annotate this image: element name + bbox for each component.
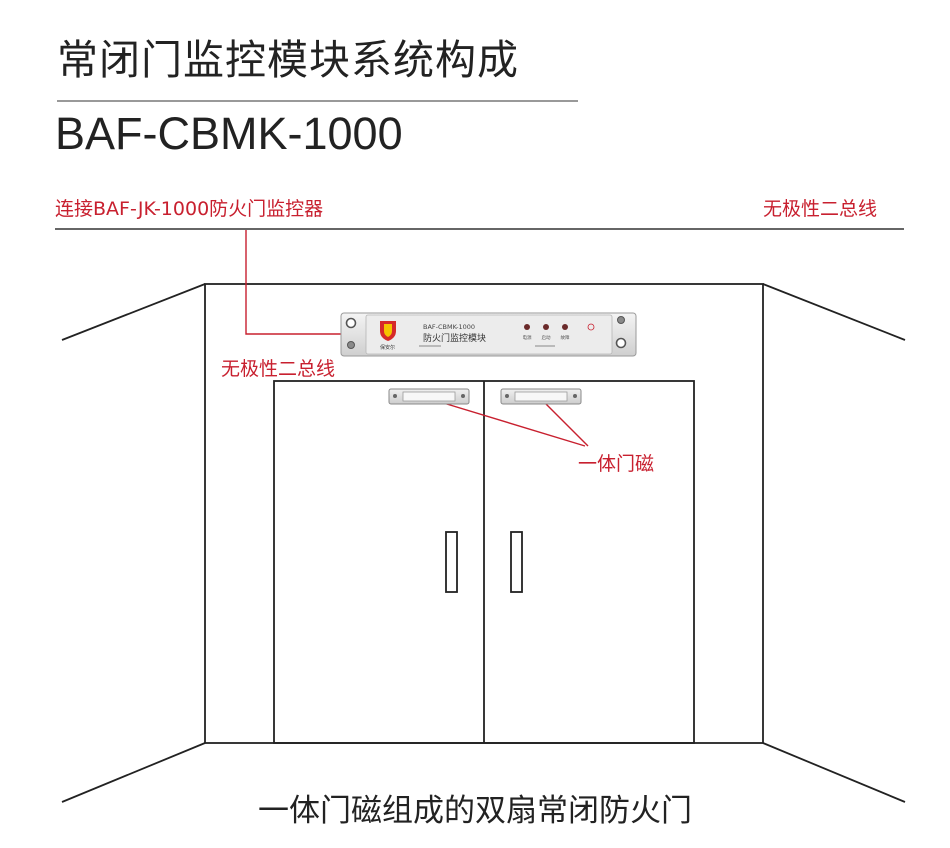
- diagram-caption: 一体门磁组成的双扇常闭防火门: [258, 793, 692, 829]
- bus-label-right: 无极性二总线: [763, 198, 878, 220]
- bus-label-module: 无极性二总线: [221, 358, 336, 380]
- module-logo-text: 保安尔: [380, 344, 395, 351]
- sensor-pointer-left: [426, 397, 586, 447]
- mount-hole-icon: [347, 341, 355, 349]
- page-title: 常闭门监控模块系统构成: [57, 36, 519, 84]
- mount-hole-icon: [345, 317, 357, 329]
- floor-left: [61, 742, 206, 803]
- mount-hole-icon: [615, 337, 627, 349]
- door-handle-left: [445, 531, 458, 593]
- module-name-text: 防火门监控模块: [423, 332, 486, 344]
- door-handle-right: [510, 531, 523, 593]
- link-label: 连接BAF-JK-1000防火门监控器: [55, 198, 324, 220]
- door-sensor-label: 一体门磁: [578, 453, 655, 475]
- floor-right: [762, 742, 906, 803]
- indicator-label: 启动: [542, 334, 551, 341]
- indicator-led-power: [524, 324, 530, 330]
- indicator-label: 电源: [523, 334, 532, 341]
- control-module: 保安尔 BAF-CBMK-1000 防火门监控模块 电源 启动 故障: [340, 312, 637, 357]
- door-sensor-right: [500, 388, 582, 405]
- certification-mark-icon: [587, 323, 595, 331]
- indicator-label: 故障: [561, 334, 570, 341]
- ceiling-left: [61, 283, 206, 341]
- door-sensor-left: [388, 388, 470, 405]
- sensor-pointer-right: [539, 397, 589, 447]
- mount-hole-icon: [617, 316, 625, 324]
- indicator-led-fault: [562, 324, 568, 330]
- model-number: BAF-CBMK-1000: [55, 108, 403, 159]
- ceiling-right: [762, 283, 906, 341]
- bus-connection-line: [245, 230, 341, 335]
- module-model-text: BAF-CBMK-1000: [423, 323, 475, 331]
- indicator-led-start: [543, 324, 549, 330]
